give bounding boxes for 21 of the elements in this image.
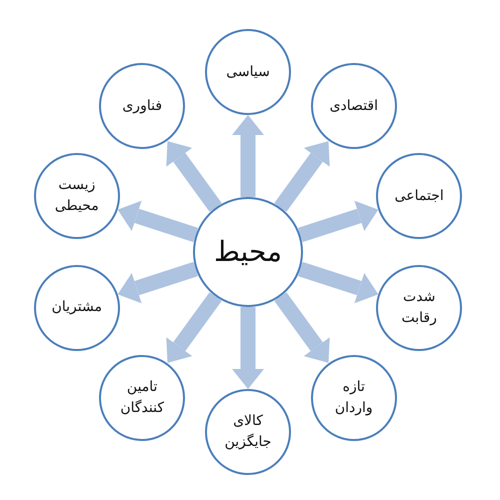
- block-arrow: [274, 141, 330, 212]
- circle-label: سیاسی: [226, 62, 270, 82]
- circle-label: تامین کنندگان: [119, 378, 166, 418]
- block-arrow: [118, 262, 198, 304]
- block-arrow: [274, 292, 330, 363]
- block-arrow: [298, 200, 378, 242]
- circle-label: کالای جایگزین: [224, 412, 272, 452]
- block-arrow: [298, 262, 378, 304]
- circle-label: شدت رقابت: [400, 288, 438, 328]
- circle-label: زیست محیطی: [54, 176, 100, 216]
- block-arrow: [232, 307, 264, 389]
- circle-label: تازه واردان: [334, 378, 374, 418]
- block-arrow: [166, 292, 222, 363]
- block-arrow: [166, 141, 222, 212]
- circle-label: محیط: [214, 234, 282, 270]
- circle-label: اقتصادی: [330, 96, 378, 116]
- circle-label: فناوری: [122, 96, 162, 116]
- circle-label: اجتماعی: [394, 186, 444, 206]
- block-arrow: [232, 115, 264, 197]
- circle-label: مشتریان: [52, 298, 102, 318]
- block-arrow: [118, 200, 198, 242]
